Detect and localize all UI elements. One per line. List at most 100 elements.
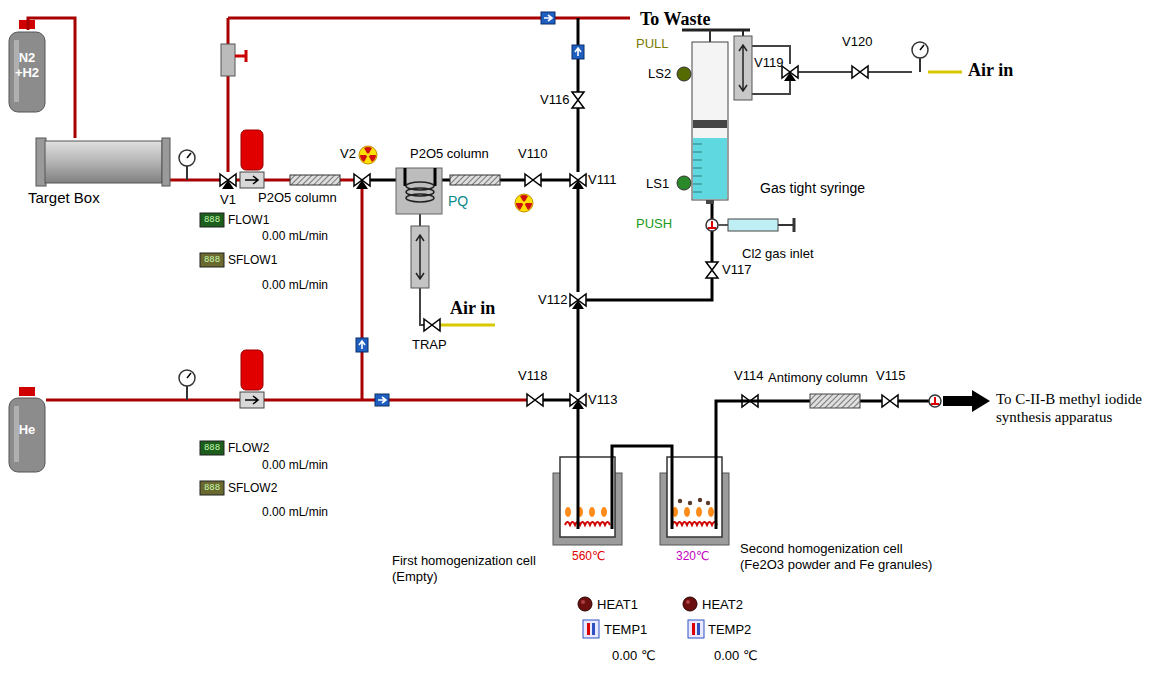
gas-tight-syringe [734, 36, 752, 100]
piston [416, 235, 424, 279]
part-label: Air in [450, 298, 495, 318]
lcd-digits: 888 [200, 254, 224, 266]
heater-lamp [581, 600, 585, 604]
part-label: V115 [876, 368, 905, 384]
part-label: 0.00 mL/min [262, 229, 328, 243]
relief-valve [235, 50, 246, 62]
valve-symbol [220, 174, 236, 189]
homogenization-cell [715, 455, 718, 529]
node-label: He [8, 422, 46, 437]
part-label: LS1 [646, 176, 669, 192]
part-label: PULL [636, 36, 669, 52]
gas-tight-syringe [692, 42, 728, 200]
homogenization-cell [678, 499, 682, 503]
part-label: SFLOW2 [228, 481, 277, 495]
valve-symbol [424, 319, 440, 331]
part-label: 0.00 ℃ [714, 648, 758, 664]
relief-valve [221, 44, 235, 76]
p2o5-column [450, 175, 500, 185]
radiation-symbol [359, 146, 377, 164]
part-label: TEMP1 [604, 622, 647, 638]
mass-flow-controller [240, 350, 264, 408]
thermometer-icon [583, 620, 599, 638]
heater-lamp [686, 600, 690, 604]
mass-flow-controller [240, 130, 264, 188]
part-label: Air in [968, 60, 1013, 80]
part-label: 0.00 mL/min [262, 278, 328, 292]
gas-tight-syringe [684, 26, 874, 204]
stopcock [929, 395, 941, 407]
homogenization-cell [589, 507, 595, 517]
air-line [928, 71, 962, 74]
cl2-syringe [778, 224, 794, 226]
heater-lamp [683, 597, 697, 611]
flow-arrow [356, 338, 368, 352]
part-label: TEMP2 [708, 622, 751, 638]
homogenization-cell [601, 507, 607, 517]
valve-symbol [570, 294, 586, 309]
cl2-syringe [728, 219, 778, 231]
pressure-gauge [912, 42, 928, 72]
cl2-syringe [718, 218, 794, 232]
part-label: V2 [340, 146, 356, 162]
thermometer-icon [592, 623, 595, 635]
valve-symbol [572, 92, 584, 108]
process-line [577, 188, 580, 292]
part-label: P2O5 column [410, 146, 489, 162]
homogenization-cell: First homogenization cell (Empty) [392, 455, 627, 593]
part-label: HEAT1 [597, 597, 638, 613]
heater-lamp [578, 597, 592, 611]
limit-switch [677, 176, 691, 190]
flow-arrow [541, 12, 555, 24]
process-line [500, 179, 525, 182]
process-line [711, 204, 714, 219]
gas-tight-syringe [693, 176, 702, 177]
gas-tight-syringe [693, 120, 727, 128]
thin-line [420, 46, 912, 325]
antimony-column: Antimony column [766, 370, 870, 410]
homogenization-cell [565, 507, 571, 517]
homogenization-cell [672, 522, 717, 525]
part-label: Cl2 gas inlet [742, 246, 814, 262]
helium-line [227, 76, 230, 172]
helium-line [170, 179, 220, 182]
homogenization-cell [688, 501, 692, 505]
part-label: 0.00 ℃ [612, 648, 656, 664]
process-line [370, 18, 929, 455]
thermometer-icon [692, 623, 695, 635]
pressure-gauge [179, 370, 195, 400]
process-line [860, 400, 882, 403]
node-label: First homogenization cell (Empty) [392, 553, 564, 585]
process-line [586, 278, 712, 300]
valve-symbol [525, 174, 541, 186]
part-label: V111 [588, 172, 616, 188]
cl2-syringe [793, 218, 796, 232]
thermometer-icon [587, 623, 590, 635]
gas-cylinder [9, 32, 45, 112]
gas-tight-syringe [739, 45, 747, 91]
process-line [542, 399, 570, 402]
lcd-digits: 888 [200, 482, 224, 494]
valve-symbol [570, 174, 586, 189]
heater-lamp [578, 597, 592, 611]
gas-tight-syringe [706, 200, 714, 204]
helium-line [228, 17, 630, 20]
part-label: V118 [518, 368, 547, 384]
lcd-digits: 888 [200, 442, 224, 454]
homogenization-cell [706, 501, 710, 505]
valve-symbol [706, 262, 718, 278]
pipe-connector [716, 401, 766, 455]
cl2-syringe [718, 224, 728, 226]
process-line [577, 408, 580, 455]
gas-cylinder [9, 398, 45, 472]
node-label: Target Box [28, 190, 100, 206]
part-label: V1 [220, 192, 236, 208]
valve-symbol [354, 174, 370, 189]
gas-tight-syringe [693, 138, 727, 199]
part-label: 560℃ [572, 548, 606, 564]
part-label: LS2 [648, 66, 671, 82]
target-box [45, 141, 162, 183]
pressure-gauge [179, 150, 195, 180]
node-label: N2 +H2 [8, 50, 46, 80]
node-label: Second homogenization cell (Fe2O3 powder… [740, 541, 945, 573]
